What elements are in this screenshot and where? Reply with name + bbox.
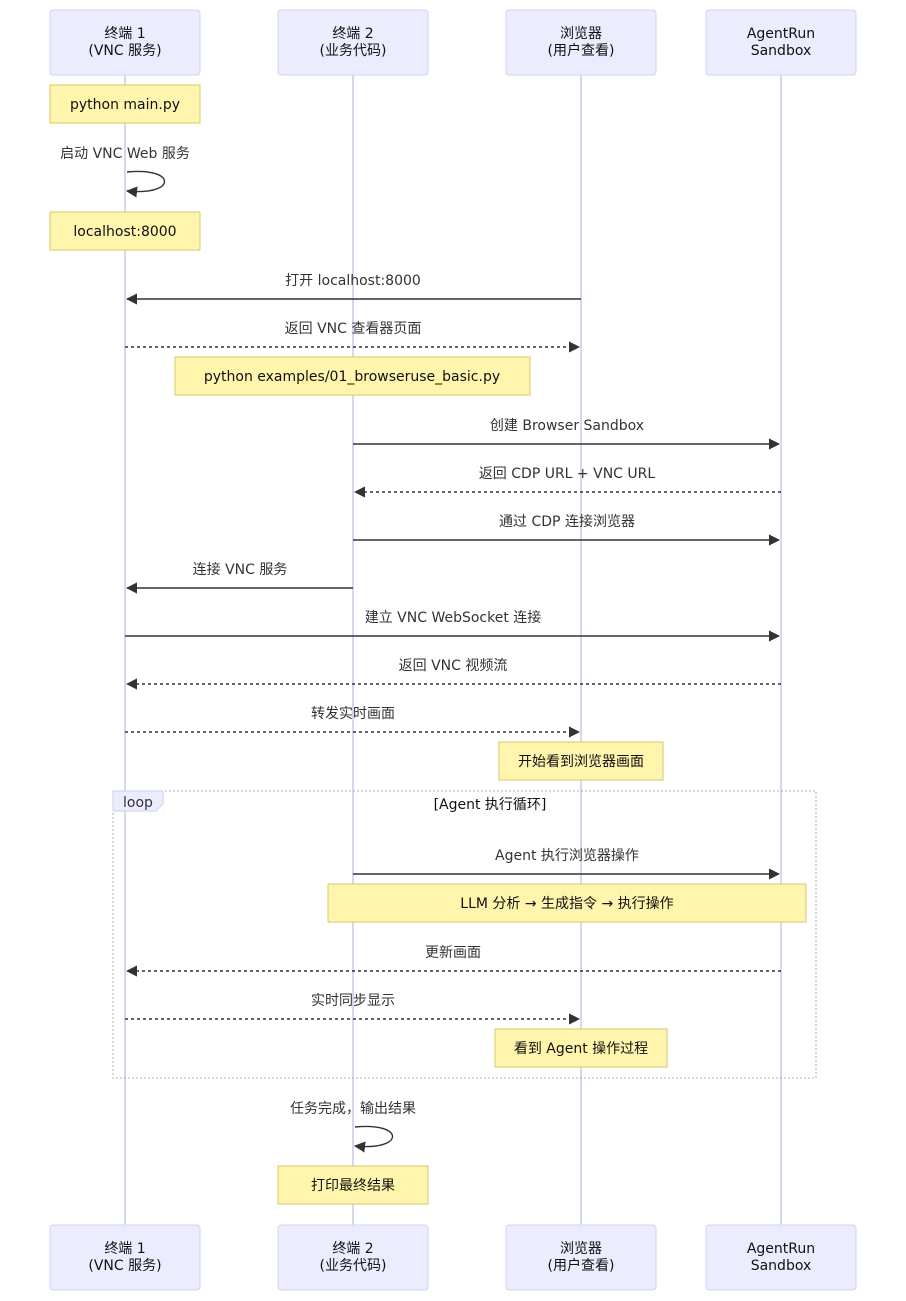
- note-print-result: 打印最终结果: [277, 1165, 429, 1205]
- actor-title: 终端 1: [104, 1241, 145, 1257]
- message-label: 更新画面: [425, 945, 481, 961]
- message-label: 建立 VNC WebSocket 连接: [365, 609, 542, 626]
- message-label: 创建 Browser Sandbox: [490, 418, 644, 434]
- actor-title: 终端 1: [104, 26, 145, 42]
- message-connect-vnc: 连接 VNC 服务: [125, 561, 353, 594]
- message-agent-browser-ops: Agent 执行浏览器操作: [353, 848, 781, 880]
- note-text: LLM 分析 → 生成指令 → 执行操作: [460, 896, 673, 912]
- actor-title: 终端 2: [332, 26, 373, 42]
- message-open-localhost: 打开 localhost:8000: [125, 272, 581, 305]
- message-return-vnc-viewer: 返回 VNC 查看器页面: [125, 321, 581, 353]
- message-label: 返回 VNC 查看器页面: [285, 321, 422, 337]
- actor-terminal-1-bottom: 终端 1 (VNC 服务): [49, 1224, 201, 1291]
- message-return-video-stream: 返回 VNC 视频流: [125, 658, 781, 690]
- actor-subtitle: (VNC 服务): [88, 1258, 161, 1274]
- actor-sandbox-top: AgentRun Sandbox: [705, 9, 857, 76]
- message-label: 转发实时画面: [311, 706, 395, 722]
- message-update-frame: 更新画面: [125, 945, 781, 977]
- actor-terminal-1-top: 终端 1 (VNC 服务): [49, 9, 201, 76]
- note-llm-analysis: LLM 分析 → 生成指令 → 执行操作: [327, 883, 807, 923]
- loop-label: loop: [123, 795, 153, 811]
- message-task-complete: 任务完成，输出结果: [290, 1101, 416, 1153]
- actor-subtitle: Sandbox: [751, 1258, 812, 1274]
- note-python-example: python examples/01_browseruse_basic.py: [174, 356, 531, 396]
- message-label: 实时同步显示: [311, 993, 395, 1009]
- message-connect-cdp: 通过 CDP 连接浏览器: [353, 513, 781, 546]
- actor-subtitle: (用户查看): [548, 42, 615, 59]
- actor-sandbox-bottom: AgentRun Sandbox: [705, 1224, 857, 1291]
- loop-condition: [Agent 执行循环]: [434, 797, 547, 813]
- message-label: 连接 VNC 服务: [193, 561, 288, 578]
- message-label: 打开 localhost:8000: [285, 272, 421, 289]
- actor-subtitle: (业务代码): [320, 1258, 387, 1274]
- message-label: 通过 CDP 连接浏览器: [499, 513, 635, 530]
- loop-frame: loop [Agent 执行循环]: [112, 790, 817, 1079]
- note-text: python main.py: [70, 97, 180, 113]
- actor-title: AgentRun: [747, 26, 815, 42]
- message-establish-websocket: 建立 VNC WebSocket 连接: [125, 609, 781, 642]
- actor-title: 终端 2: [332, 1241, 373, 1257]
- note-python-main: python main.py: [49, 84, 201, 124]
- message-return-cdp-url: 返回 CDP URL + VNC URL: [353, 466, 781, 498]
- message-label: 返回 VNC 视频流: [399, 658, 508, 674]
- message-label: Agent 执行浏览器操作: [495, 848, 639, 864]
- actor-subtitle: Sandbox: [751, 43, 812, 59]
- actor-browser-top: 浏览器 (用户查看): [505, 9, 657, 76]
- actor-subtitle: (VNC 服务): [88, 43, 161, 59]
- note-text: 看到 Agent 操作过程: [514, 1041, 648, 1057]
- note-start-seeing: 开始看到浏览器画面: [498, 741, 664, 781]
- actor-title: AgentRun: [747, 1241, 815, 1257]
- note-text: localhost:8000: [73, 224, 176, 240]
- actor-subtitle: (业务代码): [320, 43, 387, 59]
- actor-subtitle: (用户查看): [548, 1257, 615, 1274]
- note-text: 开始看到浏览器画面: [518, 754, 644, 770]
- message-create-sandbox: 创建 Browser Sandbox: [353, 418, 781, 450]
- note-text: 打印最终结果: [311, 1177, 395, 1194]
- actor-title: 浏览器: [560, 1241, 602, 1257]
- actor-title: 浏览器: [560, 26, 602, 42]
- message-label: 任务完成，输出结果: [290, 1101, 416, 1117]
- note-see-agent: 看到 Agent 操作过程: [494, 1028, 668, 1068]
- actor-terminal-2-top: 终端 2 (业务代码): [277, 9, 429, 76]
- actor-terminal-2-bottom: 终端 2 (业务代码): [277, 1224, 429, 1291]
- actor-browser-bottom: 浏览器 (用户查看): [505, 1224, 657, 1291]
- note-text: python examples/01_browseruse_basic.py: [204, 369, 500, 385]
- message-start-vnc-web: 启动 VNC Web 服务: [60, 146, 190, 198]
- message-forward-frames: 转发实时画面: [125, 706, 581, 738]
- message-label: 启动 VNC Web 服务: [60, 146, 190, 162]
- message-label: 返回 CDP URL + VNC URL: [479, 466, 656, 482]
- note-localhost: localhost:8000: [49, 211, 201, 251]
- message-realtime-sync: 实时同步显示: [125, 993, 581, 1025]
